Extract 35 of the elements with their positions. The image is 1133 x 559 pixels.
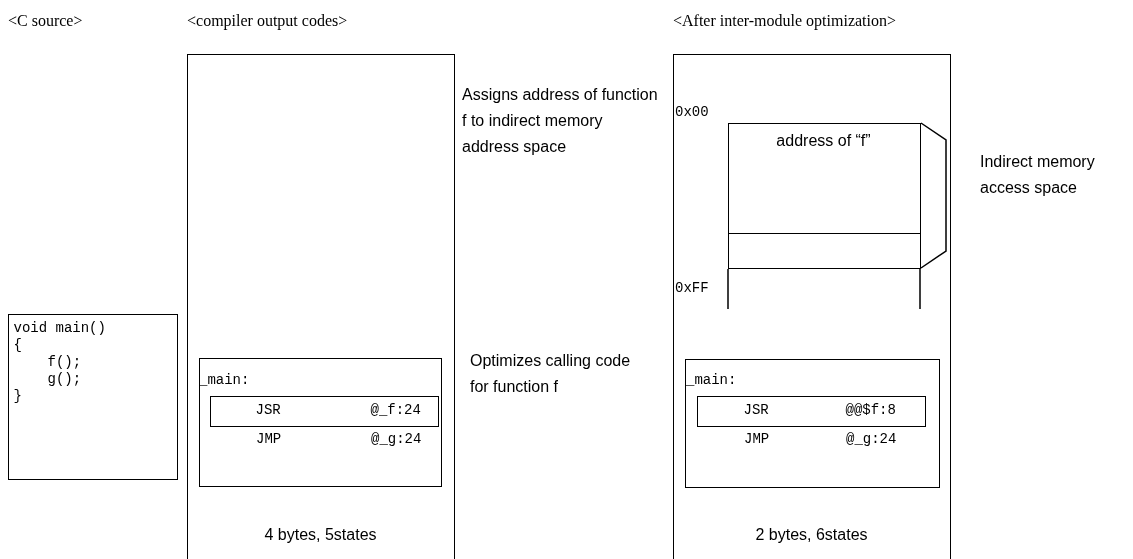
code-line: @_g:24 <box>371 431 422 447</box>
code-line: @_f:24 <box>370 401 421 418</box>
source-code-line: } <box>13 387 22 404</box>
heading: <compiler output codes> <box>187 12 348 30</box>
size-note: 2 bytes, 6states <box>754 525 869 544</box>
source-code-line: { <box>13 336 22 353</box>
code-box <box>198 357 442 487</box>
source-code-line: f(); <box>47 353 82 370</box>
code-panel <box>673 54 951 559</box>
code-line: JSR <box>255 401 281 418</box>
heading: <After inter-module optimization> <box>673 12 896 30</box>
source-code-line: void main() <box>13 319 106 336</box>
heading: <C source> <box>8 12 83 30</box>
annotation: Indirect memory access space <box>980 152 1096 198</box>
address-label: 0x00 <box>675 104 709 120</box>
code-line: JSR <box>743 401 769 418</box>
code-line: _main: <box>199 372 250 388</box>
code-panel <box>187 54 455 559</box>
annotation: Assigns address of function f to indirect memory address space <box>462 85 658 157</box>
memory-slot <box>727 232 921 269</box>
size-note: 4 bytes, 5states <box>263 525 378 544</box>
code-line: @_g:24 <box>846 431 897 447</box>
memory-label: address of “f” <box>775 132 872 150</box>
source-code-line: g(); <box>47 370 82 387</box>
address-label: 0xFF <box>675 280 709 296</box>
code-box <box>684 358 940 488</box>
highlighted-code-row <box>210 396 439 427</box>
code-line: JMP <box>744 431 770 447</box>
code-line: @@$f:8 <box>845 401 896 418</box>
code-box <box>8 314 178 480</box>
highlighted-code-row <box>697 396 926 427</box>
annotation: Optimizes calling code for function f <box>470 351 632 397</box>
code-line: _main: <box>686 372 737 388</box>
code-line: JMP <box>256 431 282 447</box>
memory-region <box>727 122 921 234</box>
